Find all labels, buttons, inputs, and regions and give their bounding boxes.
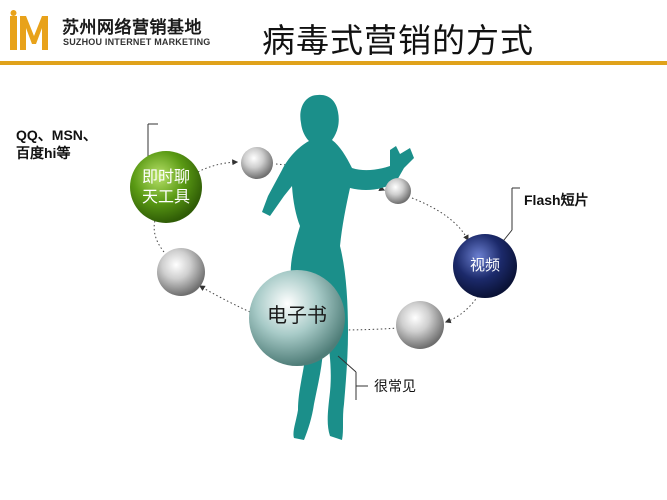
arrow-ebook-to-left	[198, 285, 251, 313]
slide-header: 苏州网络营销基地 SUZHOU INTERNET MARKETING 病毒式营销…	[0, 0, 667, 70]
sphere-top-silver	[241, 147, 273, 179]
callout-flash: Flash短片	[524, 192, 589, 208]
cycle-arrows	[153, 159, 479, 333]
callout-line-ebook	[337, 355, 368, 400]
sphere-lower-silver	[396, 301, 444, 349]
sphere-left-silver	[157, 248, 205, 296]
callout-im-examples-line1: QQ、MSN、	[16, 127, 97, 143]
logo-english-name: SUZHOU INTERNET MARKETING	[63, 37, 211, 47]
node-im-line1: 即时聊	[141, 167, 190, 186]
callout-im-examples-line2: 百度hi等	[16, 145, 71, 161]
node-video	[453, 234, 517, 298]
sphere-right-silver	[385, 178, 411, 204]
callout-common: 很常见	[374, 379, 416, 395]
arrow-im-to-top	[197, 159, 239, 173]
arrow-lower-to-ebook	[336, 326, 399, 333]
logo-chinese-name: 苏州网络营销基地	[62, 18, 202, 37]
node-instant-messaging-label: 即时聊 天工具	[130, 167, 202, 207]
callout-lines	[147, 123, 520, 400]
header-divider	[0, 61, 667, 65]
node-ebook	[249, 270, 345, 366]
callout-im-examples: QQ、MSN、 百度hi等	[16, 126, 97, 162]
woman-silhouette	[262, 94, 414, 440]
arrow-right-to-video	[411, 197, 469, 242]
node-im-line2: 天工具	[141, 187, 190, 206]
logo-im-icon	[10, 10, 48, 50]
node-video-label: 视频	[469, 256, 500, 274]
slide-title: 病毒式营销的方式	[262, 21, 534, 60]
node-instant-messaging	[130, 151, 202, 223]
node-ebook-label: 电子书	[267, 303, 327, 327]
arrow-video-to-lower	[444, 295, 479, 324]
